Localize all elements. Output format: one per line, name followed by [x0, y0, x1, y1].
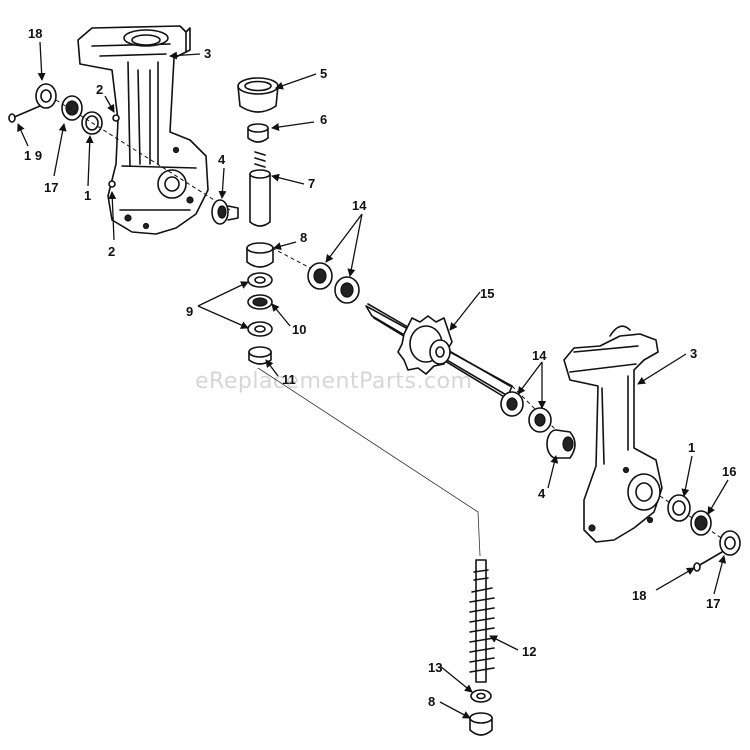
callout-18-left: 18 — [28, 26, 42, 41]
callout-9: 9 — [186, 304, 193, 319]
right-housing — [563, 325, 663, 543]
worm-shaft-assembly — [469, 559, 495, 736]
callout-labels: 18 1 9 17 1 2 2 3 4 5 6 7 8 14 9 10 11 1… — [24, 26, 736, 709]
callout-10: 10 — [292, 322, 306, 337]
right-small-parts — [659, 494, 741, 572]
leader-lines — [17, 41, 729, 719]
callout-6: 6 — [320, 112, 327, 127]
callout-14-left: 14 — [352, 198, 367, 213]
callout-17-right: 17 — [706, 596, 720, 611]
callout-13: 13 — [428, 660, 442, 675]
callout-18-right: 18 — [632, 588, 646, 603]
callout-8-top: 8 — [300, 230, 307, 245]
callout-7: 7 — [308, 176, 315, 191]
callout-2-top: 2 — [96, 82, 103, 97]
callout-17-left: 17 — [44, 180, 58, 195]
callout-16: 16 — [722, 464, 736, 479]
watermark: eReplacementParts.com — [195, 369, 472, 394]
callout-3-right: 3 — [690, 346, 697, 361]
callout-14-right: 14 — [532, 348, 547, 363]
center-parts — [211, 77, 481, 557]
callout-1-left: 1 — [84, 188, 91, 203]
callout-19: 1 9 — [24, 148, 42, 163]
main-shaft-assembly — [271, 247, 576, 459]
callout-1-right: 1 — [688, 440, 695, 455]
callout-5: 5 — [320, 66, 327, 81]
callout-3-left: 3 — [204, 46, 211, 61]
callout-2-bottom: 2 — [108, 244, 115, 259]
left-small-parts — [8, 83, 231, 211]
callout-15: 15 — [480, 286, 494, 301]
callout-4-right: 4 — [538, 486, 546, 501]
left-housing — [77, 25, 209, 235]
callout-8-bottom: 8 — [428, 694, 435, 709]
callout-4-left: 4 — [218, 152, 226, 167]
callout-12: 12 — [522, 644, 536, 659]
callout-11: 11 — [282, 372, 296, 387]
